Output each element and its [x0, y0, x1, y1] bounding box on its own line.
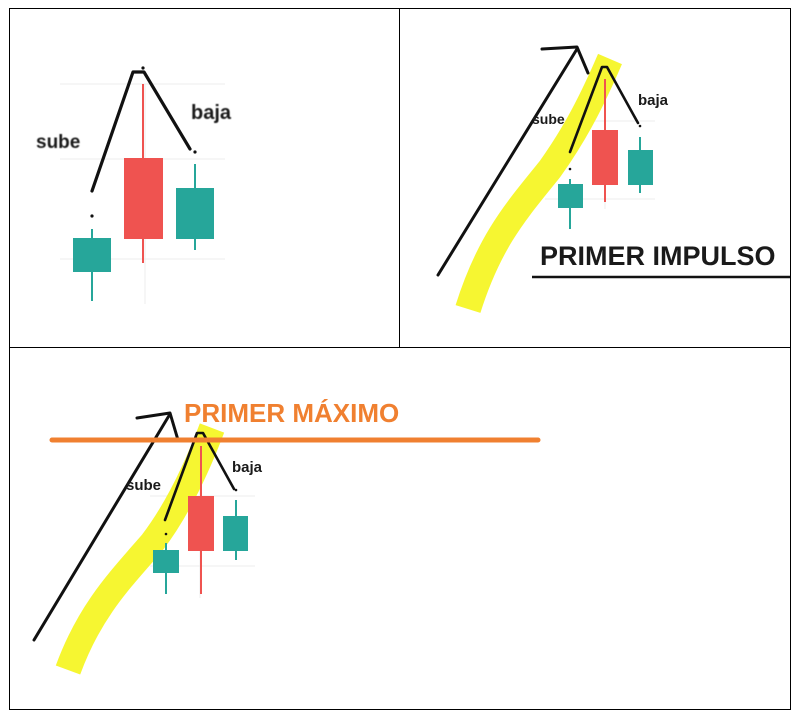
- down-label: baja: [232, 459, 263, 476]
- bullish-candle: [176, 188, 214, 239]
- panel-primer-maximo: sube baja PRIMER MÁXIMO: [10, 348, 790, 709]
- arrow-head: [135, 411, 180, 442]
- panel1-diagram: sube baja: [36, 66, 232, 304]
- highlight-stroke: [455, 53, 622, 313]
- candle-dot: [638, 124, 642, 128]
- bearish-candle: [124, 158, 163, 239]
- panel3-diagram: sube baja PRIMER MÁXIMO: [32, 398, 541, 675]
- bearish-candle: [592, 130, 618, 185]
- panel-primer-impulso: sube baja PRIMER IMPULSO: [400, 9, 790, 348]
- bullish-candle: [223, 516, 248, 551]
- panel2-diagram: sube baja PRIMER IMPULSO: [436, 45, 790, 313]
- comparison-grid: sube baja sube baja PRI: [9, 8, 791, 710]
- candle-dot: [193, 150, 197, 154]
- down-label: baja: [638, 92, 669, 109]
- candle-dot: [568, 167, 572, 171]
- bullish-candle: [628, 150, 653, 185]
- bullish-candle: [558, 184, 583, 208]
- impulse-arrow: [436, 47, 579, 277]
- candle-dot: [90, 214, 94, 218]
- up-down-stroke: [163, 431, 236, 522]
- up-down-stroke: [568, 65, 640, 154]
- up-label: sube: [532, 111, 565, 127]
- candle-dot: [164, 532, 168, 536]
- down-label: baja: [191, 102, 232, 124]
- up-label: sube: [126, 477, 161, 494]
- candle-dot: [141, 66, 145, 70]
- up-down-stroke: [90, 70, 192, 193]
- candle-dot: [234, 488, 238, 492]
- up-label: sube: [36, 132, 80, 153]
- bullish-candle: [153, 550, 179, 573]
- bearish-candle: [188, 496, 214, 551]
- highlight-stroke: [55, 423, 225, 675]
- panel-candles-basic: sube baja: [10, 9, 400, 348]
- arrow-head: [540, 45, 590, 75]
- max-title: PRIMER MÁXIMO: [184, 398, 399, 428]
- bullish-candle: [73, 238, 111, 272]
- impulse-title: PRIMER IMPULSO: [540, 241, 776, 271]
- impulse-arrow: [32, 412, 172, 642]
